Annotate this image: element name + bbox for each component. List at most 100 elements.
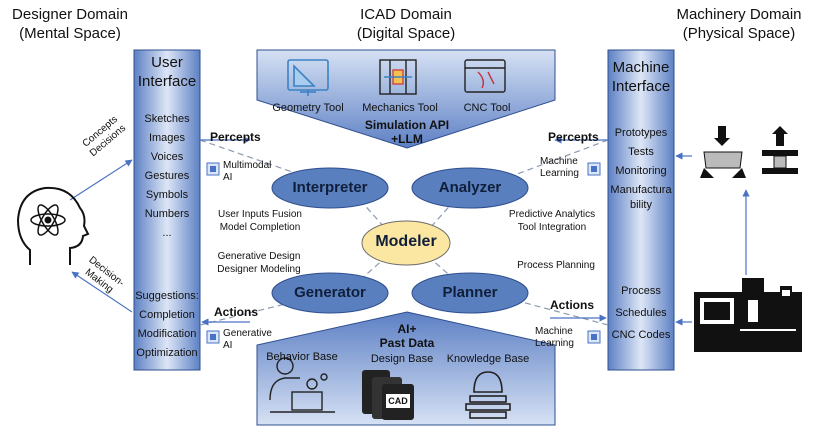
user-interface-title: User Interface — [134, 53, 200, 91]
ui-input-item: Symbols — [145, 189, 189, 201]
ml-top-line1: Machine — [540, 156, 578, 167]
ml-bottom-line2: Learning — [535, 338, 574, 349]
designer-domain-title: Designer Domain — [12, 6, 128, 23]
ui-input-item: Voices — [150, 151, 184, 163]
ml-bottom-line1: Machine — [535, 326, 573, 337]
planner-desc: Process Planning — [517, 260, 595, 271]
behavior-base-icon — [269, 357, 335, 413]
machine-interface-outputs: Process Schedules CNC Codes — [606, 280, 676, 346]
machine-interface-inputs: Prototypes Tests Monitoring Manufactura … — [606, 124, 676, 213]
planner-label: Planner — [442, 284, 498, 301]
compression-test-icon — [700, 126, 746, 178]
designer-head-icon — [16, 186, 90, 265]
machinery-domain-subtitle: (Physical Space) — [682, 25, 796, 42]
ai-chip-icon-ml-bottom — [587, 330, 601, 344]
analyzer-ellipse — [411, 167, 529, 209]
planner-ellipse — [411, 272, 529, 314]
mechanics-tool-icon — [379, 59, 417, 95]
interpreter-ellipse — [271, 167, 389, 209]
modeler-ellipse — [361, 220, 451, 266]
generator-desc-line1: Generative Design — [217, 251, 301, 262]
ml-top-label: Machine Learning — [540, 156, 579, 180]
interpreter-desc: User Inputs Fusion Model Completion — [206, 208, 314, 234]
actions-left-label: Actions — [214, 305, 259, 319]
mi-output-item: Process — [621, 285, 661, 297]
flow-arrows — [69, 136, 750, 326]
ml-bottom-label: Machine Learning — [535, 326, 574, 350]
ui-output-item: Optimization — [136, 347, 198, 359]
mi-output-item: CNC Codes — [611, 329, 671, 341]
user-interface-panel — [133, 49, 201, 371]
mi-input-item: Prototypes — [614, 127, 668, 139]
analyzer-desc-line1: Predictive Analytics — [508, 209, 596, 220]
percepts-right-label: Percepts — [548, 130, 599, 144]
simulation-api-label: Simulation API +LLM — [340, 118, 474, 146]
ui-input-item: ... — [162, 227, 172, 239]
knowledge-base-icon — [465, 371, 511, 419]
ai-past-data-line1: AI+ — [397, 322, 417, 336]
multimodal-line1: Multimodal — [223, 160, 272, 171]
machine-interface-title: Machine Interface — [608, 58, 674, 96]
knowledge-base-label: Knowledge Base — [446, 353, 530, 365]
icad-domain-label: ICAD Domain (Digital Space) — [330, 5, 482, 43]
cnc-tool-label: CNC Tool — [463, 102, 511, 114]
percepts-left-label: Percepts — [210, 130, 261, 144]
ai-past-data-line2: Past Data — [379, 336, 435, 350]
cnc-machine-icon — [694, 278, 802, 352]
generator-label: Generator — [294, 284, 366, 301]
cad-file-label: CAD — [388, 396, 408, 406]
designer-domain-label: Designer Domain (Mental Space) — [0, 5, 140, 43]
machine-interface-panel — [607, 49, 675, 371]
ai-chip-icon-generative — [206, 330, 220, 344]
user-interface-outputs: Suggestions: Completion Modification Opt… — [130, 287, 204, 363]
multimodal-ai-label: Multimodal AI — [223, 160, 271, 184]
mi-output-item: Schedules — [615, 307, 667, 319]
machine-interface-title-line2: Interface — [611, 78, 671, 95]
generative-line1: Generative — [223, 328, 272, 339]
analyzer-label: Analyzer — [438, 179, 502, 196]
simulation-api-line1: Simulation API — [364, 118, 450, 132]
user-interface-title-line1: User — [151, 54, 183, 71]
ml-top-line2: Learning — [540, 168, 579, 179]
simulation-api-line2: +LLM — [391, 132, 423, 146]
cnc-tool-icon — [464, 59, 506, 93]
ui-input-item: Gestures — [144, 170, 190, 182]
ui-input-item: Numbers — [144, 208, 190, 220]
behavior-base-label: Behavior Base — [266, 351, 338, 363]
ai-past-data-label: AI+ Past Data — [360, 322, 454, 350]
mi-input-item: Monitoring — [615, 165, 667, 177]
ai-chip-icon-ml-top — [587, 162, 601, 176]
actions-right-label: Actions — [550, 298, 595, 312]
modeler-label: Modeler — [375, 233, 437, 250]
interpreter-label: Interpreter — [292, 179, 368, 196]
ai-chip-icon-multimodal — [206, 162, 220, 176]
design-base-icon — [362, 370, 414, 420]
machine-interface-title-line1: Machine — [612, 59, 670, 76]
ui-input-item: Sketches — [144, 113, 190, 125]
designer-domain-subtitle: (Mental Space) — [19, 25, 121, 42]
icad-domain-title: ICAD Domain — [360, 6, 452, 23]
generator-ellipse — [271, 272, 389, 314]
machinery-domain-label: Machinery Domain (Physical Space) — [664, 5, 814, 43]
machinery-domain-title: Machinery Domain — [676, 6, 802, 23]
ui-output-item: Completion — [139, 309, 195, 321]
mechanics-tool-label: Mechanics Tool — [362, 102, 438, 114]
ui-output-item: Modification — [137, 328, 197, 340]
user-interface-title-line2: Interface — [137, 73, 197, 90]
generator-desc-line2: Designer Modeling — [217, 264, 301, 275]
mi-input-item: Tests — [628, 146, 654, 158]
mi-input-item: Manufactura — [610, 184, 672, 196]
tension-test-icon — [762, 126, 798, 174]
analyzer-desc: Predictive Analytics Tool Integration — [496, 208, 608, 234]
geometry-tool-icon — [287, 59, 329, 96]
icad-domain-subtitle: (Digital Space) — [356, 25, 456, 42]
mi-input-item: bility — [629, 199, 652, 211]
user-interface-inputs: Sketches Images Voices Gestures Symbols … — [134, 110, 200, 243]
ui-input-item: Images — [148, 132, 186, 144]
generator-desc: Generative Design Designer Modeling — [204, 250, 314, 276]
design-base-label: Design Base — [370, 353, 434, 365]
generative-ai-label: Generative AI — [223, 328, 272, 352]
ui-output-item: Suggestions: — [135, 290, 199, 302]
analyzer-desc-line2: Tool Integration — [517, 222, 587, 233]
interp-desc-line2: Model Completion — [219, 222, 301, 233]
